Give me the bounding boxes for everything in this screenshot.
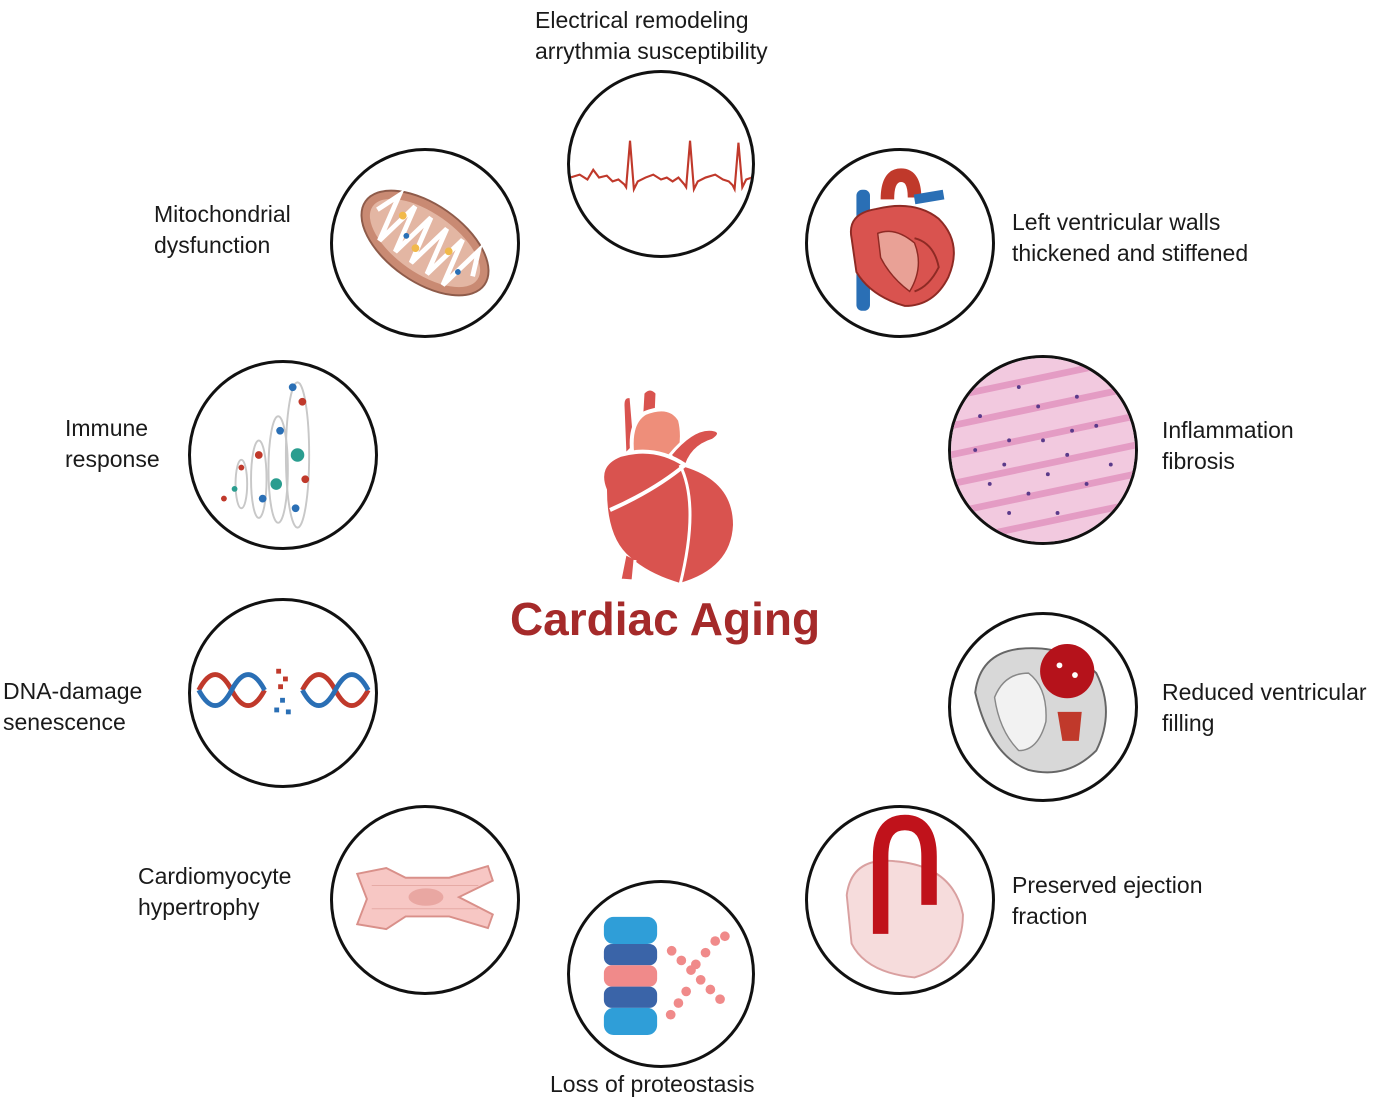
center-title: Cardiac Aging <box>509 593 821 645</box>
cardiomyocyte-icon <box>355 864 494 931</box>
label-lv-walls: Left ventricular walls thickened and sti… <box>1012 209 1249 266</box>
fibrotic-tissue-icon <box>951 358 1135 542</box>
label-mito: Mitochondrial dysfunction <box>154 201 291 258</box>
ventricle-cross-section-icon <box>974 644 1107 774</box>
circle-immune <box>188 360 378 550</box>
label-dna: DNA-damage senescence <box>3 678 143 735</box>
circle-dna <box>188 598 378 788</box>
label-proteostasis: Loss of proteostasis <box>550 1071 755 1097</box>
label-inflammation: Inflammation fibrosis <box>1162 417 1294 474</box>
label-hypertrophy: Cardiomyocyte hypertrophy <box>138 863 292 920</box>
label-electrical: Electrical remodeling arrythmia suscepti… <box>535 7 768 64</box>
label-ejection: Preserved ejection fraction <box>1012 872 1203 929</box>
circle-proteostasis <box>567 880 755 1068</box>
proteasome-icon <box>603 916 730 1035</box>
circle-hypertrophy <box>330 805 520 995</box>
anatomical-heart-icon <box>849 168 955 311</box>
circle-filling <box>948 612 1138 802</box>
label-filling: Reduced ventricular filling <box>1162 679 1367 736</box>
mitochondrion-icon <box>360 188 490 297</box>
dna-helix-icon <box>196 668 371 715</box>
label-immune: Immune response <box>65 415 160 472</box>
immune-cells-icon <box>221 381 311 529</box>
circle-electrical <box>567 70 755 258</box>
circle-lv-walls <box>805 148 995 338</box>
aortic-arch-icon <box>845 814 964 979</box>
ecg-trace-icon <box>570 140 752 194</box>
circle-mito <box>330 148 520 338</box>
center-heart-icon <box>585 385 745 588</box>
circle-inflammation <box>948 355 1138 545</box>
circle-ejection <box>805 805 995 995</box>
